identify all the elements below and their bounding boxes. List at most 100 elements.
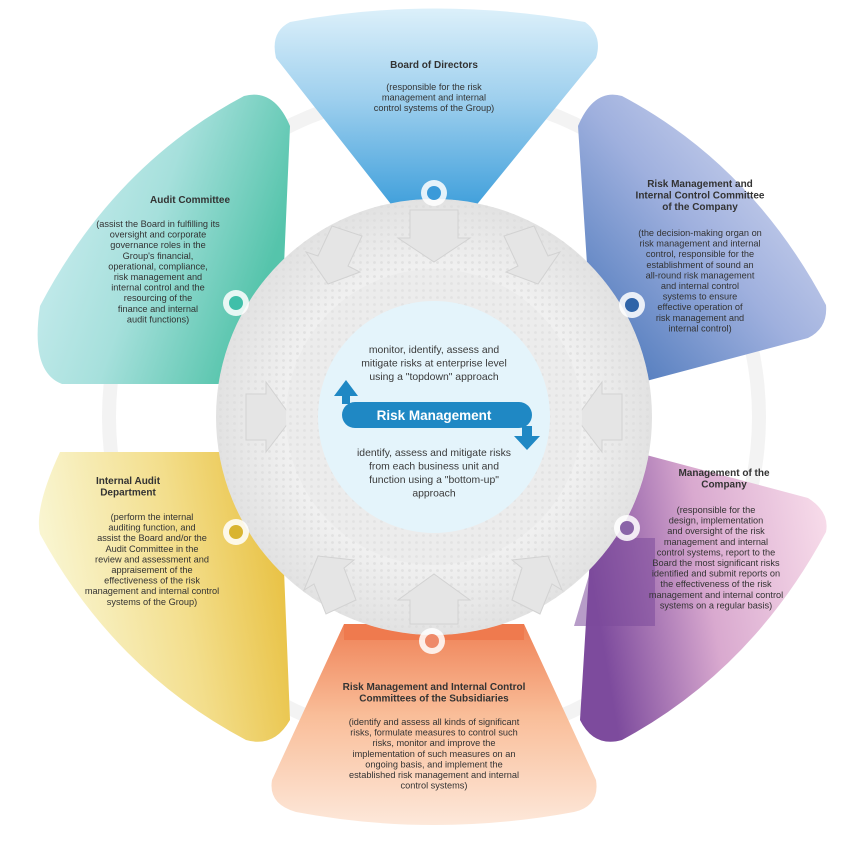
petal-body-line: control systems) (401, 781, 468, 791)
petal-text-board: Board of Directors (responsible for the r… (374, 60, 495, 113)
marker-dot-rmic-company (625, 298, 639, 312)
petal-body-line: auditing function, and (108, 523, 195, 533)
petal-title-line: Department (100, 488, 156, 499)
petal-title-line: of the Company (662, 202, 738, 213)
center-top-line: mitigate risks at enterprise level (361, 359, 507, 370)
petal-body-line: identified and submit reports on (652, 569, 780, 579)
arrow-bottom-left (302, 555, 357, 615)
petal-body-line: management and internal (382, 93, 486, 103)
marker-dot-board (427, 186, 441, 200)
petal-body-line: finance and internal (118, 304, 198, 314)
petal-subsidiaries (271, 624, 597, 825)
up-arrow (334, 380, 358, 404)
arrow-left (245, 380, 293, 454)
center-bottom-line: from each business unit and (369, 462, 499, 473)
petal-body-line: systems to ensure (663, 292, 738, 302)
petal-texts: Board of Directors (responsible for the r… (85, 60, 783, 791)
petal-title-line: Board of Directors (390, 60, 478, 71)
arrow-top-left (304, 225, 363, 285)
petal-body-line: audit functions) (127, 314, 189, 324)
petal-body-line: resourcing of the (124, 293, 192, 303)
petal-title-line: Internal Audit (96, 476, 161, 487)
petal-body-line: and oversight of the risk (667, 526, 765, 536)
petal-body-line: management and internal control (85, 586, 219, 596)
center-top-text: monitor, identify, assess and mitigate ri… (361, 345, 507, 383)
petal-markers (223, 180, 645, 654)
petal-management (580, 452, 827, 742)
center-bottom-line: identify, assess and mitigate risks (357, 448, 511, 459)
petal-title-line: Committees of the Subsidiaries (359, 694, 509, 705)
petal-body-line: Audit Committee in the (106, 544, 199, 554)
petal-body-line: effective operation of (657, 302, 743, 312)
risk-management-label: Risk Management (377, 408, 492, 423)
arrow-right (575, 380, 623, 454)
petal-body-line: risks, formulate measures to control suc… (350, 728, 517, 738)
petal-body-line: (responsible for the risk (386, 82, 482, 92)
petal-body-line: design, implementation (669, 516, 763, 526)
petal-title-line: Company (701, 480, 747, 491)
center-top-line: monitor, identify, assess and (369, 345, 500, 356)
center-bottom-line: approach (412, 489, 456, 500)
petal-body-line: appraisement of the (111, 565, 192, 575)
petal-body-line: established risk management and internal (349, 770, 519, 780)
petal-body-line: governance roles in the (110, 240, 206, 250)
petal-body-line: systems on a regular basis) (660, 600, 772, 610)
petal-body-line: Board the most significant risks (652, 558, 780, 568)
arrow-bottom (396, 573, 472, 625)
petal-title-line: Audit Committee (150, 195, 230, 206)
petal-body-line: (assist the Board in fulfilling its (96, 219, 220, 229)
petal-body-line: (identify and assess all kinds of signif… (349, 717, 520, 727)
marker-dot-internal-audit (229, 525, 243, 539)
petal-text-audit-committee: Audit Committee (assist the Board in fulf… (96, 195, 230, 324)
petal-body-line: (perform the internal (111, 512, 194, 522)
petal-body-line: systems of the Group) (107, 597, 197, 607)
petal-body-line: all-round risk management (646, 270, 755, 280)
petal-body-line: assist the Board and/or the (97, 533, 207, 543)
petal-body-line: effectiveness of the risk (104, 576, 200, 586)
petal-body-line: risk management and (114, 272, 202, 282)
petal-body-line: risks, monitor and improve the (372, 738, 495, 748)
petal-body-line: management and internal (664, 537, 768, 547)
petal-body-line: oversight and corporate (110, 230, 207, 240)
marker-dot-management (620, 521, 634, 535)
arrow-top (396, 209, 472, 263)
petal-body-line: Group's financial, (123, 251, 194, 261)
marker-dot-audit-committee (229, 296, 243, 310)
petal-body-line: and internal control (661, 281, 739, 291)
down-arrow (514, 426, 540, 450)
petal-title-line: Risk Management and Internal Control (343, 682, 526, 693)
petal-board (274, 8, 598, 208)
petal-body-line: operational, compliance, (108, 261, 208, 271)
risk-management-band: Risk Management (334, 380, 540, 450)
petal-body-line: implementation of such measures on an (353, 749, 516, 759)
petal-title-line: Internal Control Committee (636, 191, 765, 202)
petal-body-line: control systems of the Group) (374, 103, 495, 113)
petal-body-line: internal control) (668, 323, 731, 333)
petal-body-line: (responsible for the (677, 505, 756, 515)
petal-body-line: (the decision-making organ on (638, 228, 762, 238)
center-bottom-line: function using a "bottom-up" (369, 475, 499, 486)
arrow-top-right (503, 225, 562, 285)
petal-title-line: Risk Management and (647, 179, 753, 190)
petal-body-line: control systems, report to the (657, 547, 775, 557)
petal-body-line: ongoing basis, and implement the (365, 759, 502, 769)
risk-management-bar (342, 402, 532, 428)
center-top-line: using a "topdown" approach (369, 372, 498, 383)
marker-dot-subsidiaries (425, 634, 439, 648)
petal-body-line: internal control and the (111, 283, 204, 293)
petal-body-line: the effectiveness of the risk (660, 579, 772, 589)
arrow-bottom-right (510, 555, 564, 615)
connector-arrows (245, 209, 623, 625)
petal-body-line: control, responsible for the (646, 249, 754, 259)
petal-body-line: review and assessment and (95, 554, 209, 564)
petal-body-line: establishment of sound an (646, 260, 753, 270)
petal-body-line: risk management and (656, 313, 744, 323)
petal-body-line: management and internal control (649, 590, 783, 600)
center-bottom-text: identify, assess and mitigate risks from … (357, 448, 511, 500)
petal-text-subsidiaries: Risk Management and Internal ControlComm… (343, 682, 526, 791)
